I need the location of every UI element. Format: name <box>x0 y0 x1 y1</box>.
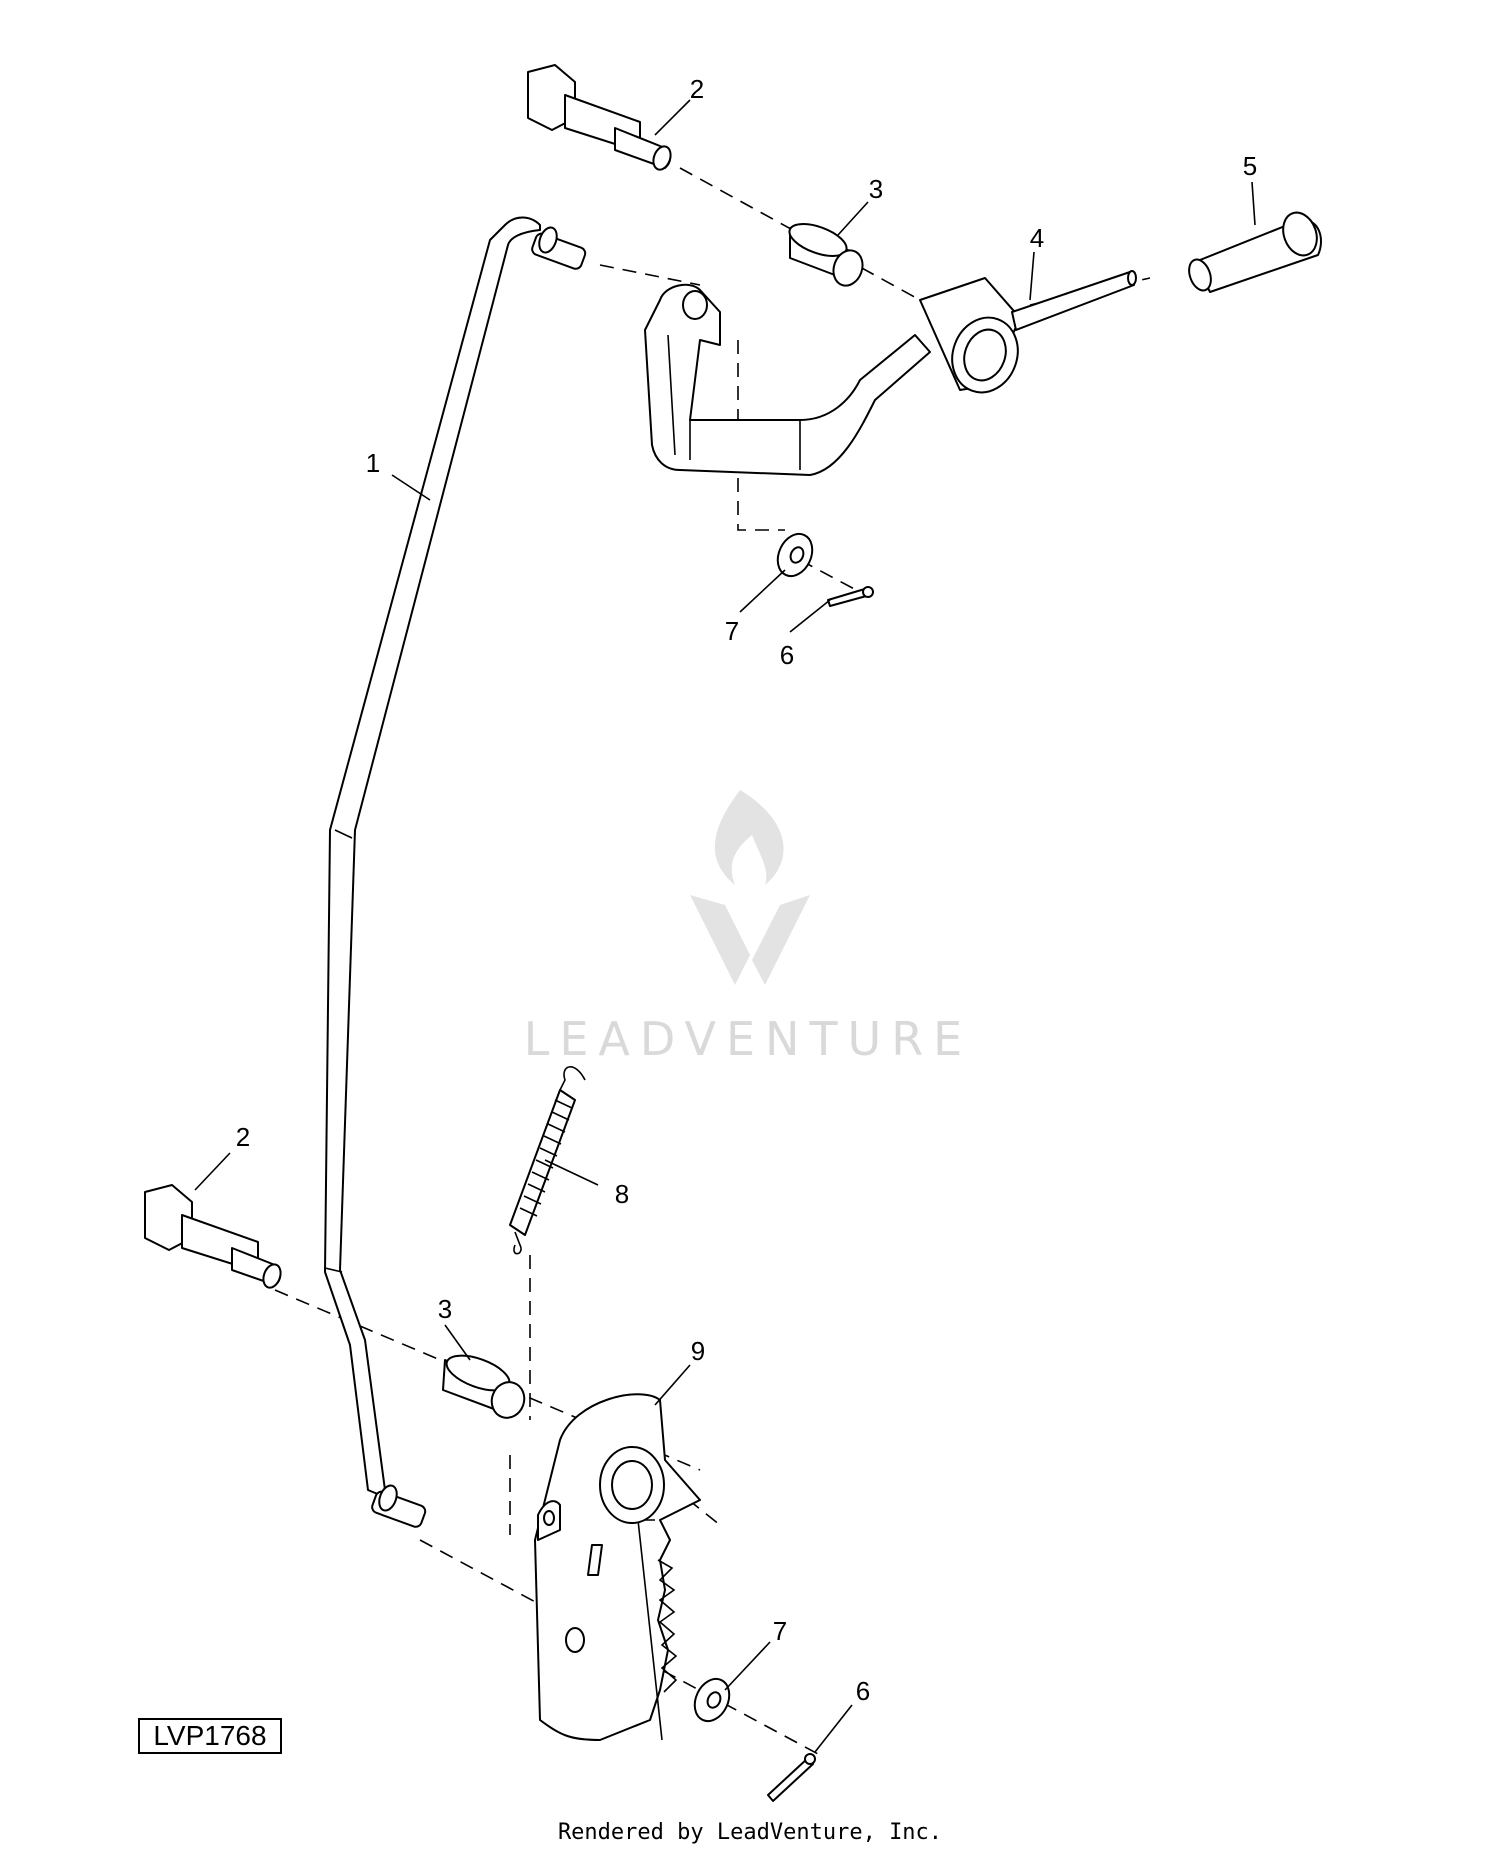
part-cotter-pin-top <box>827 586 874 607</box>
part-bushing-top <box>788 223 864 287</box>
flame-v-logo-icon <box>690 790 810 985</box>
part-pedal-grip <box>1188 211 1322 293</box>
part-washer-top <box>776 532 814 578</box>
callout-2-bottom: 2 <box>236 1122 250 1152</box>
callout-6-bottom: 6 <box>856 1676 870 1706</box>
part-bushing-bottom <box>442 1354 526 1419</box>
part-spring <box>509 1066 586 1255</box>
watermark: LEADVENTURE <box>524 790 973 1066</box>
callout-9: 9 <box>691 1336 705 1366</box>
callout-7-bottom: 7 <box>773 1616 787 1646</box>
part-shoulder-bolt-top <box>527 64 672 171</box>
part-washer-bottom <box>693 1677 731 1723</box>
leader-lines <box>194 99 1256 1753</box>
part-sector-bracket <box>534 1393 701 1741</box>
callout-7-top: 7 <box>725 616 739 646</box>
callout-5: 5 <box>1243 151 1257 181</box>
drawing-code-label: LVP1768 <box>138 1718 282 1754</box>
part-pedal-arm <box>644 270 1137 476</box>
callout-8: 8 <box>615 1179 629 1209</box>
callout-6-top: 6 <box>780 640 794 670</box>
callouts: 1 2 3 4 5 7 6 2 8 3 9 7 6 <box>236 74 1257 1706</box>
callout-2-top: 2 <box>690 74 704 104</box>
watermark-text: LEADVENTURE <box>524 1012 973 1066</box>
part-cotter-pin-bottom <box>767 1753 816 1802</box>
callout-3-top: 3 <box>869 174 883 204</box>
part-control-rod <box>324 216 587 1528</box>
footer-credit: Rendered by LeadVenture, Inc. <box>557 1820 943 1845</box>
callout-4: 4 <box>1030 223 1044 253</box>
callout-3-bottom: 3 <box>438 1294 452 1324</box>
part-shoulder-bolt-bottom <box>144 1184 282 1289</box>
callout-1: 1 <box>366 448 380 478</box>
